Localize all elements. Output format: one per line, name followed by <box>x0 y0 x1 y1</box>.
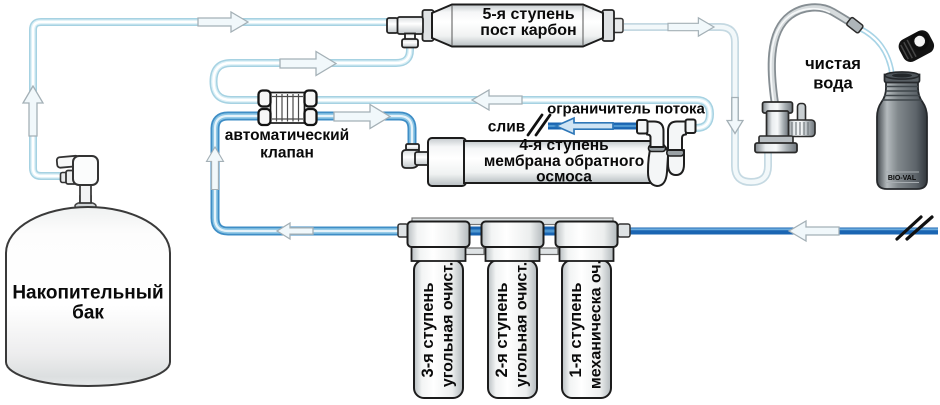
svg-text:чистая: чистая <box>805 55 861 73</box>
svg-text:BIO-VAL: BIO-VAL <box>888 175 917 182</box>
svg-text:вода: вода <box>813 75 853 93</box>
svg-text:мембрана обратного: мембрана обратного <box>484 153 644 170</box>
svg-text:осмоса: осмоса <box>536 169 592 186</box>
svg-text:бак: бак <box>72 303 104 324</box>
svg-text:4-я ступень: 4-я ступень <box>519 137 608 154</box>
svg-text:пост карбон: пост карбон <box>480 22 576 39</box>
svg-text:слив: слив <box>488 119 526 136</box>
svg-text:клапан: клапан <box>260 145 314 162</box>
svg-text:5-я ступень: 5-я ступень <box>482 6 574 23</box>
svg-text:ограничитель потока: ограничитель потока <box>547 101 705 118</box>
svg-text:автоматический: автоматический <box>225 127 349 144</box>
svg-text:Накопительный: Накопительный <box>12 283 163 304</box>
